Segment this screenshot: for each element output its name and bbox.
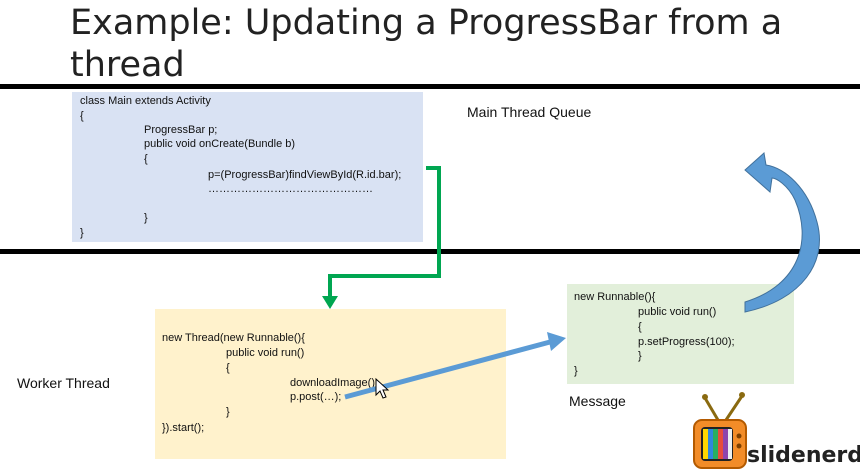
code-line: { (638, 321, 642, 333)
code-line: } (144, 212, 148, 224)
code-line: ……………………………………… (208, 183, 373, 195)
main-activity-code-box: class Main extends Activity { ProgressBa… (72, 92, 423, 242)
worker-thread-label: Worker Thread (17, 375, 110, 391)
slidenerd-tv-logo-icon (693, 392, 747, 469)
code-line: } (80, 227, 84, 239)
code-line: } (574, 365, 578, 377)
code-line: }).start(); (162, 422, 205, 434)
code-line: class Main extends Activity (80, 95, 211, 107)
code-line: new Runnable(){ (574, 291, 656, 303)
middle-divider (0, 249, 860, 254)
code-line: p=(ProgressBar)findViewById(R.id.bar); (208, 169, 402, 181)
code-line: public void run() (638, 306, 717, 318)
code-line: p.post(…); (290, 391, 342, 403)
message-label: Message (569, 393, 626, 409)
code-line: { (226, 362, 230, 374)
code-line: p.setProgress(100); (638, 336, 735, 348)
green-connector-arrow (322, 166, 441, 309)
code-line: } (226, 406, 230, 418)
top-divider (0, 84, 860, 89)
message-to-queue-curved-arrow (744, 152, 820, 313)
code-line: public void run() (226, 347, 305, 359)
worker-thread-code-box: new Thread(new Runnable(){ public void r… (155, 309, 506, 459)
code-line: downloadImage(); (290, 377, 379, 389)
title-line-1: Example: Updating a ProgressBar from a (70, 3, 783, 43)
code-line: public void onCreate(Bundle b) (144, 138, 296, 150)
code-line: new Thread(new Runnable(){ (162, 332, 305, 344)
code-line: ProgressBar p; (144, 124, 218, 136)
slide-title: Example: Updating a ProgressBar from a t… (70, 2, 830, 86)
slidenerd-logo-text: slidenerd (747, 443, 860, 468)
main-thread-queue-label: Main Thread Queue (467, 104, 592, 120)
mouse-pointer-icon (375, 377, 390, 399)
code-line: } (638, 350, 642, 362)
title-line-2: thread (70, 45, 185, 85)
code-line: { (80, 110, 84, 122)
code-line: { (144, 153, 148, 165)
